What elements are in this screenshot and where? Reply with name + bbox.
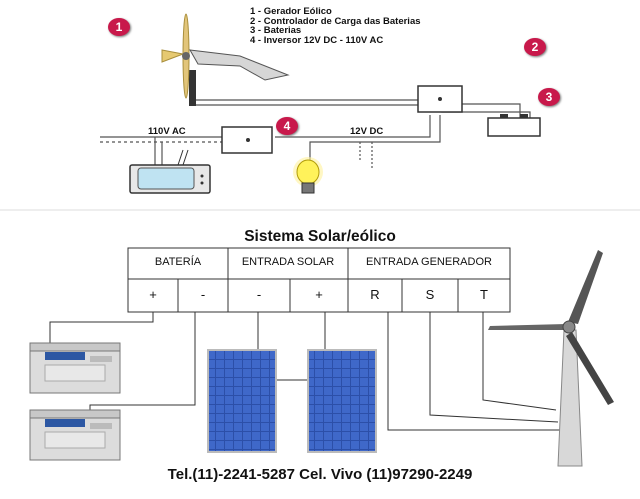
badge-4: 4 bbox=[276, 117, 298, 135]
badge-3: 3 bbox=[538, 88, 560, 106]
terminal-solar-plus: + bbox=[315, 287, 323, 302]
terminal-wiring bbox=[49, 312, 560, 431]
top-wiring bbox=[100, 99, 531, 170]
legend-item: 3 - Baterias bbox=[250, 25, 302, 36]
header-entrada-solar: ENTRADA SOLAR bbox=[241, 256, 335, 268]
diagram-title: Sistema Solar/eólico bbox=[244, 228, 396, 245]
battery-lower-icon bbox=[29, 409, 121, 461]
contact-footer: Tel.(11)-2241-5287 Cel. Vivo (11)97290-2… bbox=[167, 466, 473, 483]
terminal-solar-minus: - bbox=[256, 287, 262, 302]
terminal-s: S bbox=[425, 287, 435, 302]
small-wind-turbine-icon bbox=[161, 13, 290, 106]
legend-item: 1 - Gerador Eólico bbox=[250, 6, 332, 17]
component-legend: 1 - Gerador Eólico 2 - Controlador de Ca… bbox=[250, 7, 421, 45]
label-12v-dc: 12V DC bbox=[350, 126, 384, 137]
battery-upper-icon bbox=[29, 342, 121, 394]
terminal-battery-plus: + bbox=[149, 287, 157, 302]
large-wind-turbine-icon bbox=[488, 250, 614, 467]
badge-1: 1 bbox=[108, 18, 130, 36]
tv-icon bbox=[129, 149, 211, 194]
terminal-table bbox=[127, 247, 511, 313]
legend-item: 4 - Inversor 12V DC - 110V AC bbox=[250, 34, 384, 46]
battery-small-icon bbox=[487, 117, 541, 137]
light-bulb-icon bbox=[293, 157, 323, 194]
badge-2: 2 bbox=[524, 38, 546, 56]
label-110v-ac: 110V AC bbox=[148, 126, 186, 137]
solar-panel-left-icon bbox=[207, 349, 277, 453]
terminal-r: R bbox=[370, 287, 380, 302]
terminal-battery-minus: - bbox=[200, 287, 206, 302]
header-bateria: BATERÍA bbox=[154, 256, 202, 268]
legend-item: 2 - Controlador de Carga das Baterias bbox=[250, 15, 421, 27]
terminal-t: T bbox=[480, 287, 488, 302]
header-entrada-generador: ENTRADA GENERADOR bbox=[366, 256, 492, 268]
solar-panel-right-icon bbox=[307, 349, 377, 453]
